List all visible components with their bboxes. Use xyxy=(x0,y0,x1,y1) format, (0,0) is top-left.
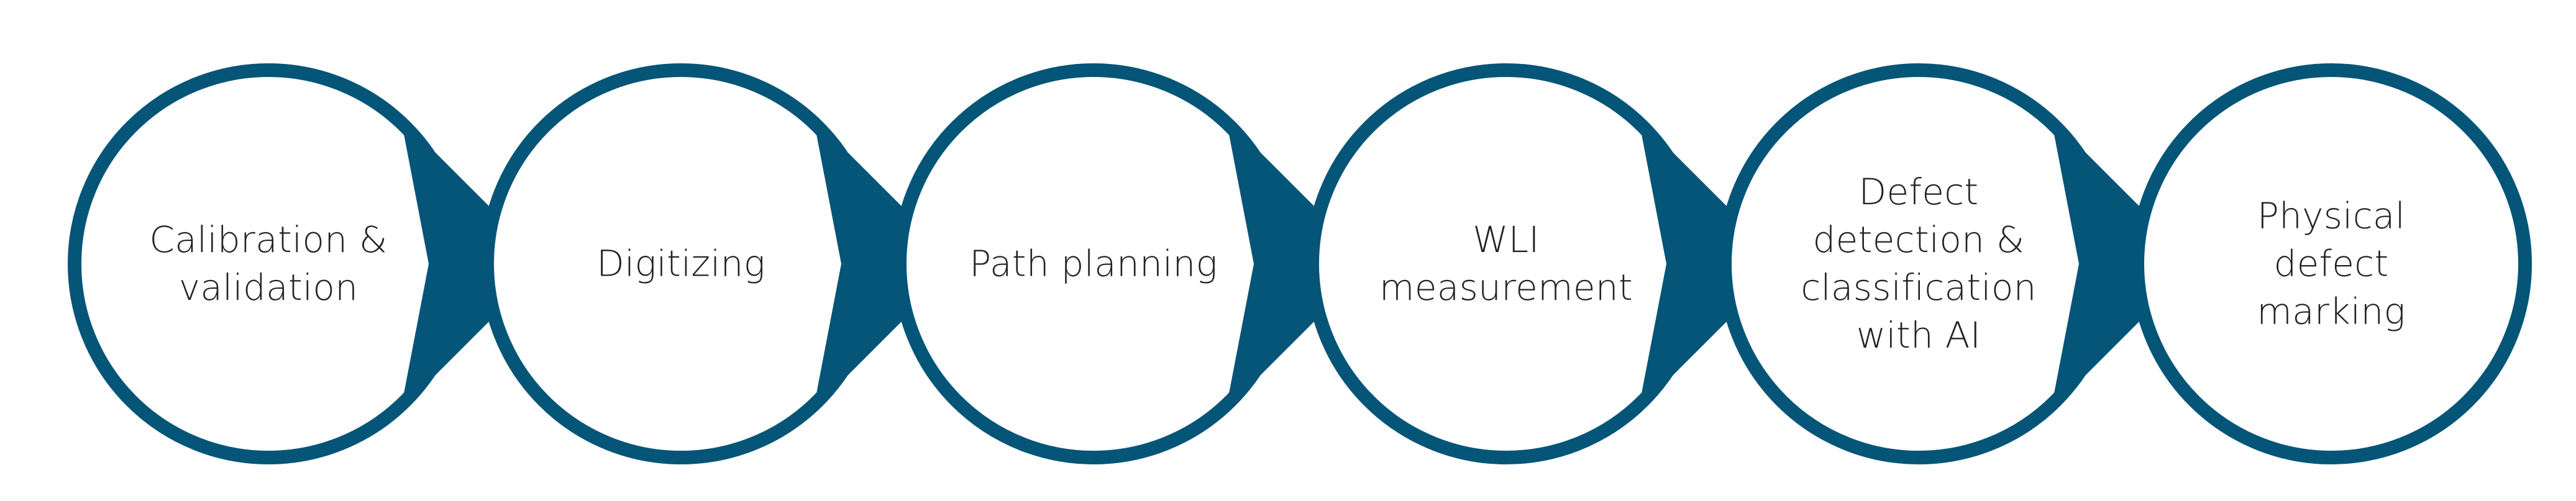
step-6-shape xyxy=(2131,63,2532,464)
step-4-text: WLI measurement xyxy=(1379,219,1633,309)
step-5-text: Defect detection & classification with A… xyxy=(1801,171,2037,356)
step-1-label: Calibration & validation xyxy=(144,216,393,312)
step-2-text: Digitizing xyxy=(596,242,765,285)
step-4-label: WLI measurement xyxy=(1369,216,1643,312)
step-5-label: Defect detection & classification with A… xyxy=(1782,168,2055,359)
step-3-arrow xyxy=(1226,118,1372,410)
step-1-arrow xyxy=(401,118,547,410)
step-2-label: Digitizing xyxy=(557,240,805,288)
step-2-arrow xyxy=(813,118,959,410)
step-6-label: Physical defect marking xyxy=(2207,192,2455,336)
step-5-arrow xyxy=(2051,118,2197,410)
step-1-text: Calibration & validation xyxy=(149,219,388,309)
step-3-label: Path planning xyxy=(957,240,1230,288)
step-6-text: Physical defect marking xyxy=(2257,194,2406,333)
step-3-text: Path planning xyxy=(969,242,1218,285)
step-4-arrow xyxy=(1638,118,1784,410)
